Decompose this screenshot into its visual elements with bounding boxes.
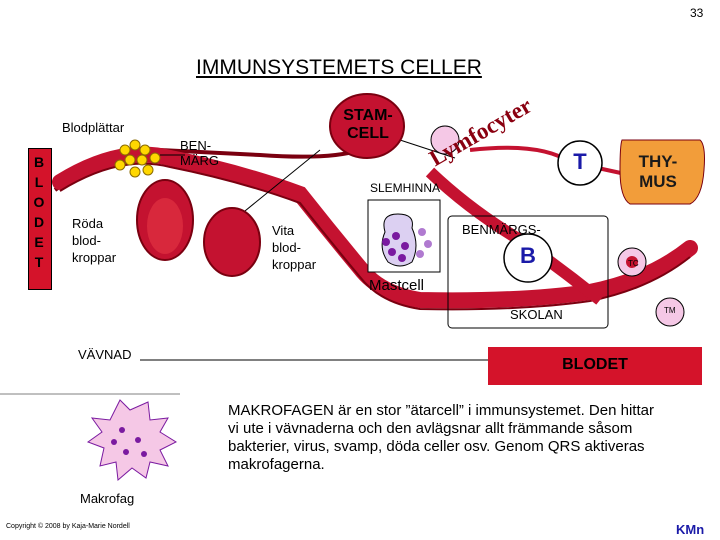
copyright-text: Copyright © 2008 by Kaja-Marie Nordell	[6, 523, 130, 530]
stamcell-line-right	[399, 139, 456, 159]
vessel-branch-thymus	[469, 145, 631, 177]
tm-cell	[655, 297, 685, 327]
stamcell-line-left	[239, 149, 321, 216]
label-stamcell: STAM- CELL	[343, 107, 393, 142]
red-blood-cell-inner	[147, 198, 183, 254]
label-tm: TM	[664, 306, 676, 315]
macrophage-granules	[111, 427, 147, 457]
label-mastcell: Mastcell	[369, 277, 425, 294]
label-vita-blodkroppar: Vita blod- kroppar	[272, 223, 317, 272]
label-t-cell: T	[573, 149, 587, 174]
thymus	[619, 139, 705, 205]
white-blood-cell	[203, 207, 261, 277]
label-thymus: THY- MUS	[638, 152, 678, 191]
label-roda-blodkroppar: Röda blod- kroppar	[72, 216, 117, 265]
page-title: IMMUNSYSTEMETS CELLER	[196, 56, 482, 79]
t-cell	[557, 140, 603, 186]
label-b-cell: B	[520, 243, 536, 268]
blood-vessel-edge	[59, 162, 691, 311]
tc-cell-nucleus	[626, 256, 638, 268]
mast-cell-granules	[382, 232, 409, 262]
label-blodplattar: Blodplättar	[62, 120, 125, 135]
label-vavnad: VÄVNAD	[78, 347, 132, 362]
label-benmarg: BEN- MÄRG	[180, 138, 219, 168]
b-cell	[503, 233, 553, 283]
precursor-cell	[430, 125, 460, 155]
page-number: 33	[690, 6, 704, 20]
label-skolan: SKOLAN	[510, 307, 563, 322]
label-tc: TC	[628, 259, 639, 268]
description-text: MAKROFAGEN är en stor ”ätarcell” i immun…	[228, 402, 654, 473]
stem-cell	[329, 93, 405, 159]
skolan-box	[447, 215, 609, 329]
label-slemhinna: SLEMHINNA	[370, 181, 441, 195]
label-makrofag: Makrofag	[80, 491, 135, 506]
logo: KMn	[676, 522, 705, 537]
blood-bar-label: B L O D E T	[33, 154, 45, 270]
macrophage	[86, 399, 178, 481]
label-blodet: BLODET	[488, 347, 702, 385]
mast-cell-granules-2	[416, 228, 432, 258]
platelets	[114, 139, 161, 178]
label-benmargs: BENMÄRGS-	[462, 222, 541, 237]
blood-bar	[28, 148, 52, 290]
